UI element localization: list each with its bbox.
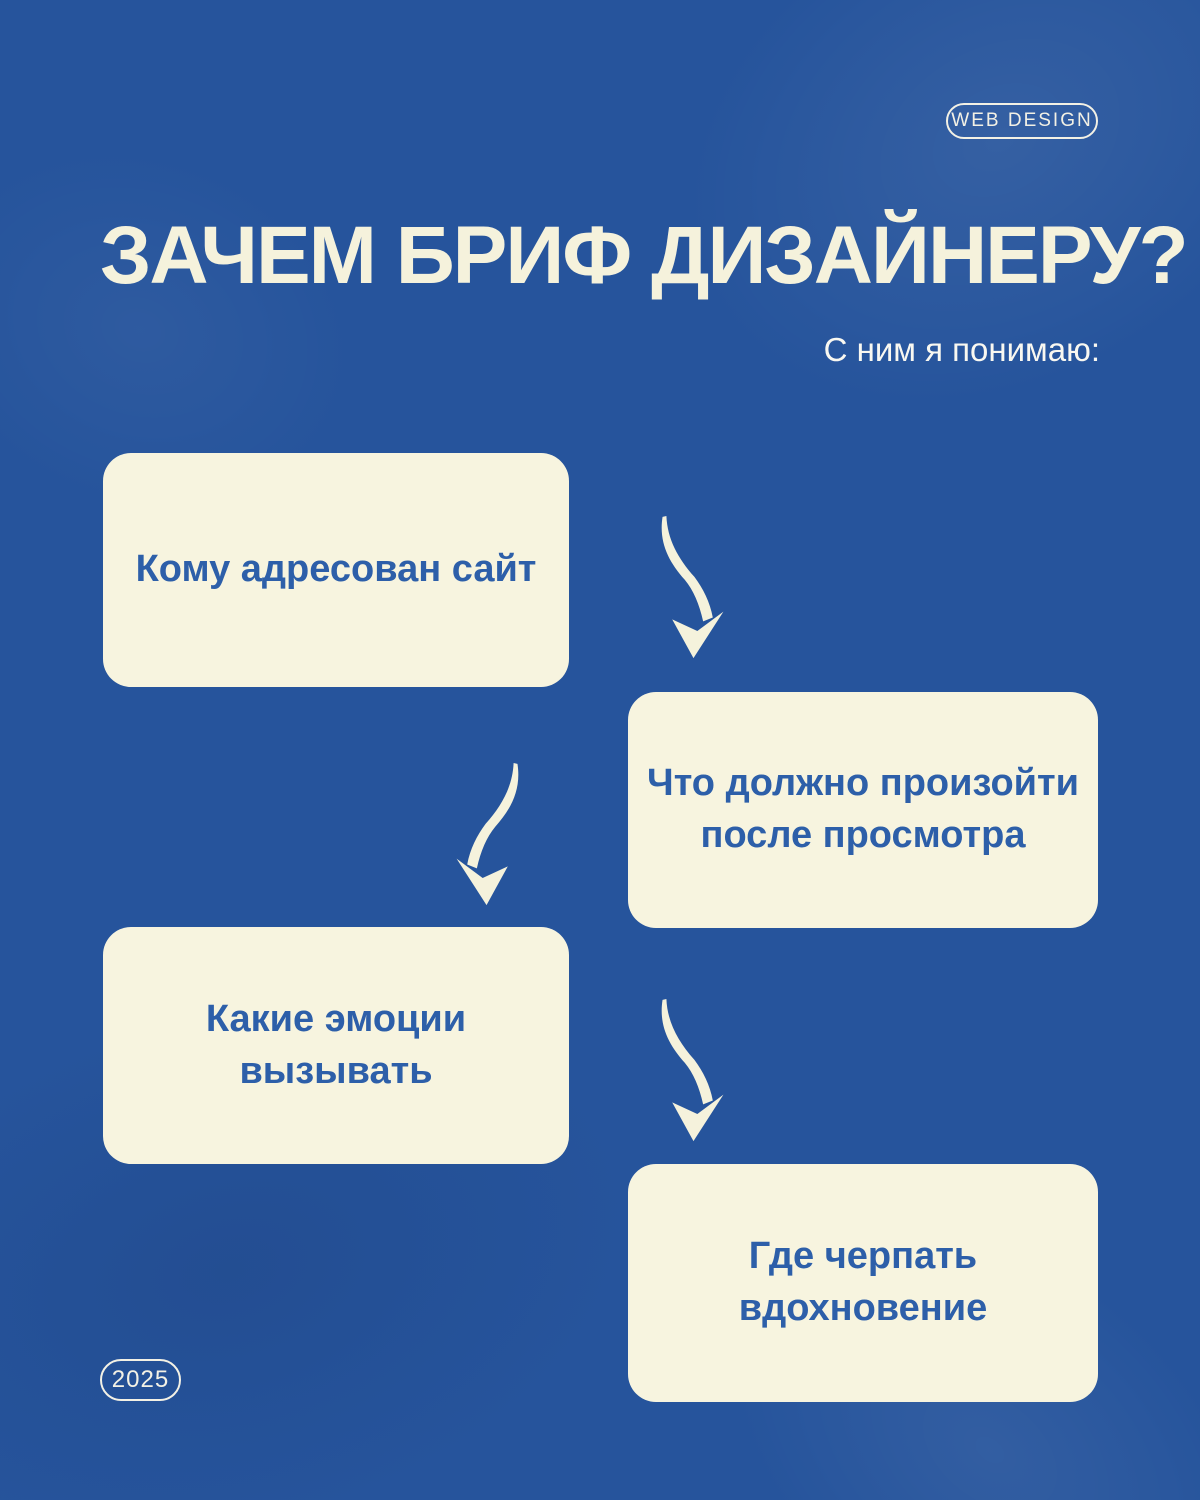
info-card-label: Что должно произойти после просмотра: [647, 762, 1079, 856]
info-card-inspiration: Где черпать вдохновение: [628, 1164, 1098, 1402]
page-title: ЗАЧЕМ БРИФ ДИЗАЙНЕРУ?: [100, 210, 1189, 301]
info-card-audience: Кому адресован сайт: [103, 453, 569, 687]
year-badge: 2025: [100, 1359, 181, 1401]
curved-arrow-down-right-icon: [628, 515, 728, 660]
curved-arrow-down-left-icon: [452, 762, 552, 907]
info-card-label: Где черпать вдохновение: [738, 1235, 988, 1329]
info-card-label: Какие эмоции вызывать: [205, 997, 467, 1092]
year-badge-label: 2025: [111, 1366, 170, 1393]
info-card-goal: Что должно произойти после просмотра: [628, 692, 1098, 928]
curved-arrow-down-right-icon: [628, 998, 728, 1143]
info-card-label: Кому адресован сайт: [135, 548, 537, 591]
web-design-badge-label: WEB DESIGN: [951, 110, 1093, 131]
info-card-emotions: Какие эмоции вызывать: [103, 927, 569, 1164]
subtitle: С ним я понимаю:: [823, 331, 1100, 368]
web-design-badge: WEB DESIGN: [946, 103, 1098, 139]
